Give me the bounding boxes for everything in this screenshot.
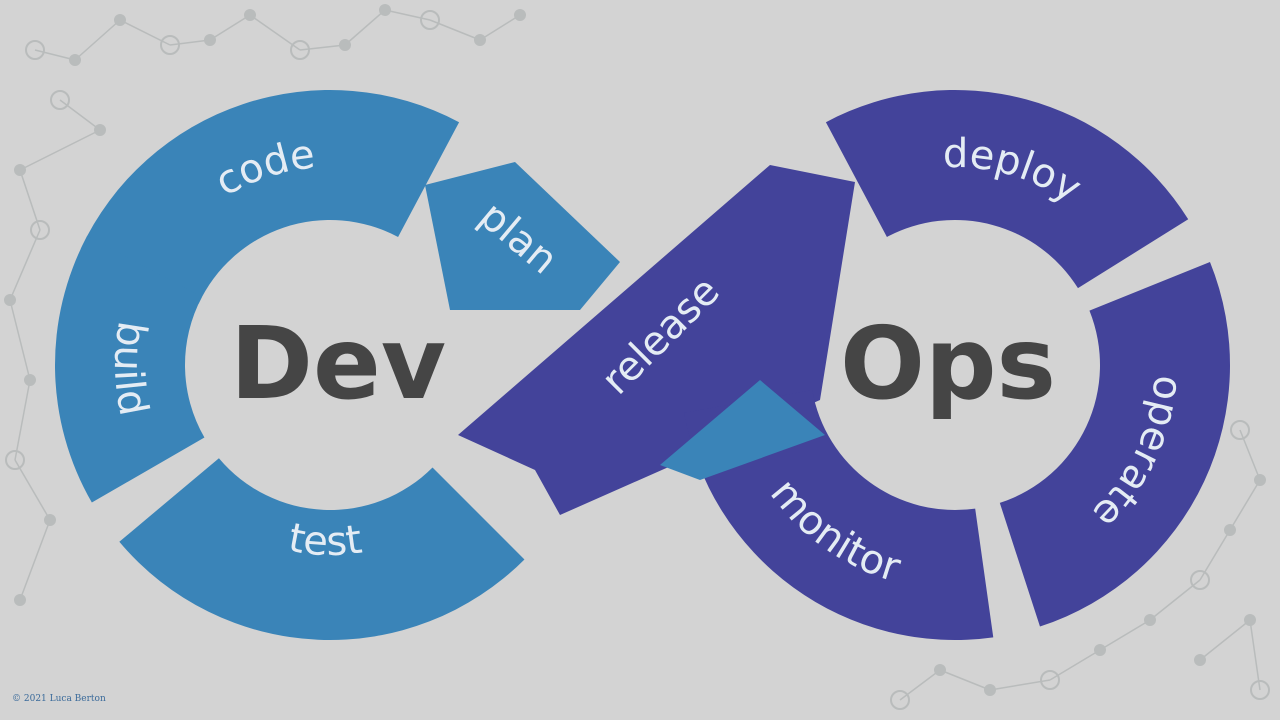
network-node — [25, 40, 45, 60]
ops-title: Ops — [840, 305, 1056, 422]
network-link — [899, 669, 941, 701]
segment-code — [80, 90, 460, 304]
network-node — [514, 9, 526, 21]
network-link — [14, 459, 51, 521]
network-link — [34, 49, 76, 61]
network-node — [30, 220, 50, 240]
network-link — [1249, 619, 1261, 691]
copyright: © 2021 Luca Berton — [12, 694, 106, 704]
network-node — [1250, 680, 1270, 700]
network-node — [890, 690, 910, 710]
network-node — [1230, 420, 1250, 440]
segment-deploy — [825, 89, 1189, 289]
label-test: test — [285, 515, 365, 565]
segment-plan — [425, 162, 620, 310]
network-link — [1239, 429, 1261, 481]
network-link — [1229, 479, 1261, 531]
network-link — [479, 14, 521, 41]
network-link — [249, 14, 301, 51]
network-link — [169, 39, 211, 46]
network-link — [9, 229, 41, 301]
network-link — [1099, 619, 1151, 651]
network-link — [59, 99, 101, 131]
network-link — [209, 14, 251, 41]
network-node — [1040, 670, 1060, 690]
segment-return-arrow — [660, 380, 825, 480]
network-link — [19, 169, 41, 231]
network-link — [299, 44, 346, 51]
network-link — [1199, 619, 1251, 661]
network-link — [344, 9, 386, 46]
network-node — [14, 594, 26, 606]
network-link — [14, 379, 31, 461]
network-node — [420, 10, 440, 30]
network-link — [1149, 579, 1201, 621]
network-node — [290, 40, 310, 60]
network-link — [939, 669, 991, 691]
segment-operate — [999, 261, 1230, 627]
dev-title: Dev — [230, 305, 446, 422]
network-node — [50, 90, 70, 110]
network-link — [74, 19, 121, 61]
network-node — [1190, 570, 1210, 590]
label-build: build — [105, 318, 157, 419]
network-link — [19, 129, 101, 171]
network-link — [429, 19, 481, 41]
segment-test — [119, 458, 525, 640]
network-link — [989, 679, 1051, 691]
network-link — [384, 9, 431, 21]
network-link — [9, 299, 31, 381]
network-node — [160, 35, 180, 55]
network-background — [4, 4, 1270, 710]
network-link — [19, 519, 51, 601]
segment-build — [54, 235, 205, 503]
network-node — [5, 450, 25, 470]
